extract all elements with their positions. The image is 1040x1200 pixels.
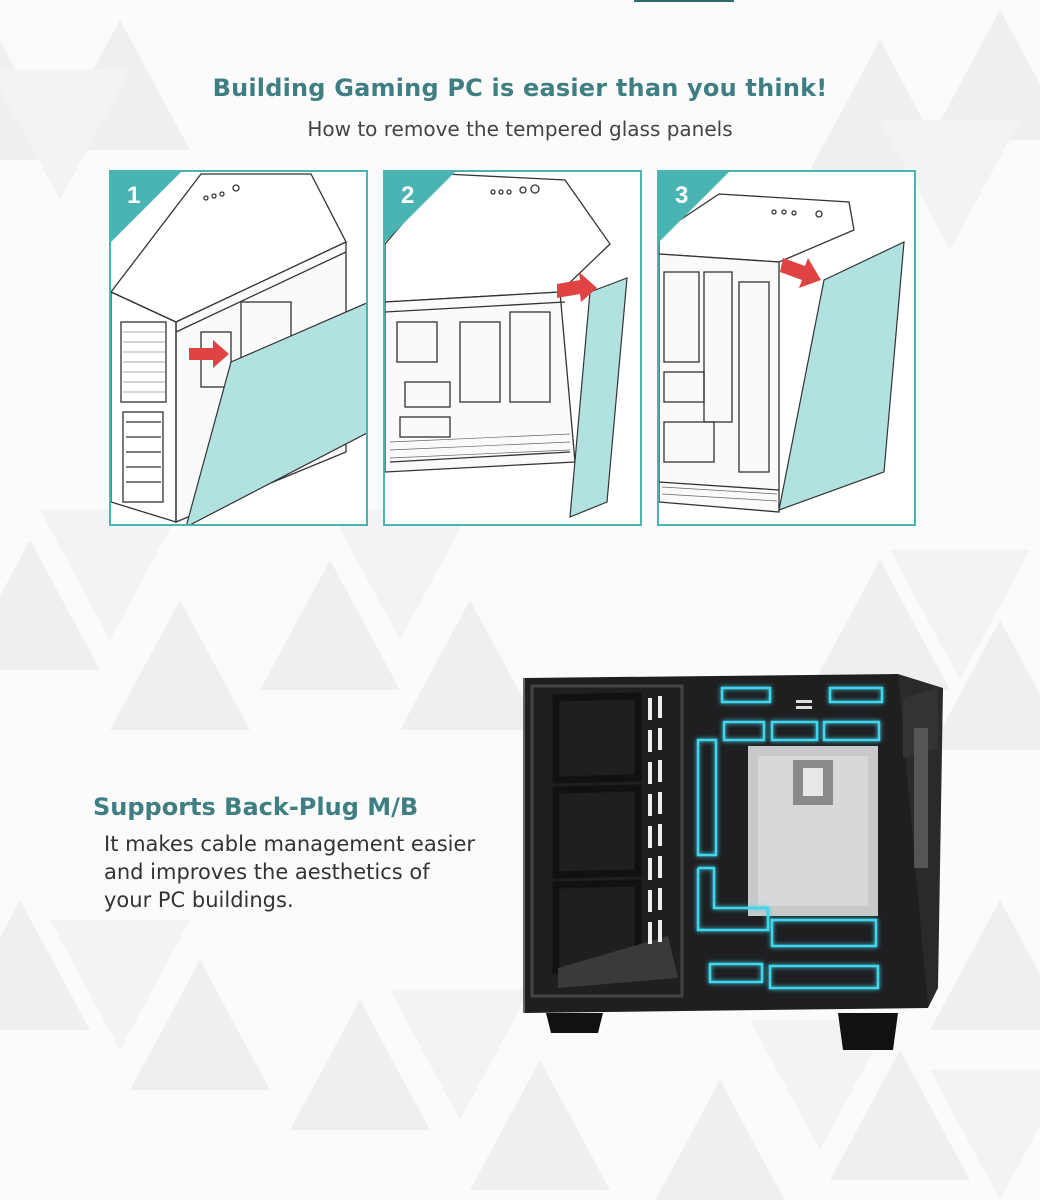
step-number: 1 <box>127 182 141 209</box>
page-subtitle: How to remove the tempered glass panels <box>307 117 733 141</box>
step-number: 3 <box>675 182 689 209</box>
step-1-illustration <box>111 173 366 524</box>
page-title: Building Gaming PC is easier than you th… <box>212 74 828 102</box>
step-panel-3: 3 <box>657 170 916 526</box>
feature-description-line: your PC buildings. <box>104 888 294 912</box>
step-panel-1: 1 <box>109 170 368 526</box>
step-corner-badge <box>659 172 729 242</box>
top-tab-marker <box>634 0 734 2</box>
step-3-illustration <box>659 193 905 513</box>
feature-title: Supports Back-Plug M/B <box>93 793 419 821</box>
pc-case-illustration <box>523 674 943 1050</box>
feature-description: It makes cable management easier and imp… <box>104 830 504 914</box>
step-corner-badge <box>111 172 181 242</box>
step-number: 2 <box>401 182 415 209</box>
feature-description-line: It makes cable management easier <box>104 832 476 856</box>
step-panel-2: 2 <box>383 170 642 526</box>
step-corner-badge <box>385 172 455 242</box>
feature-description-line: and improves the aesthetics of <box>104 860 430 884</box>
